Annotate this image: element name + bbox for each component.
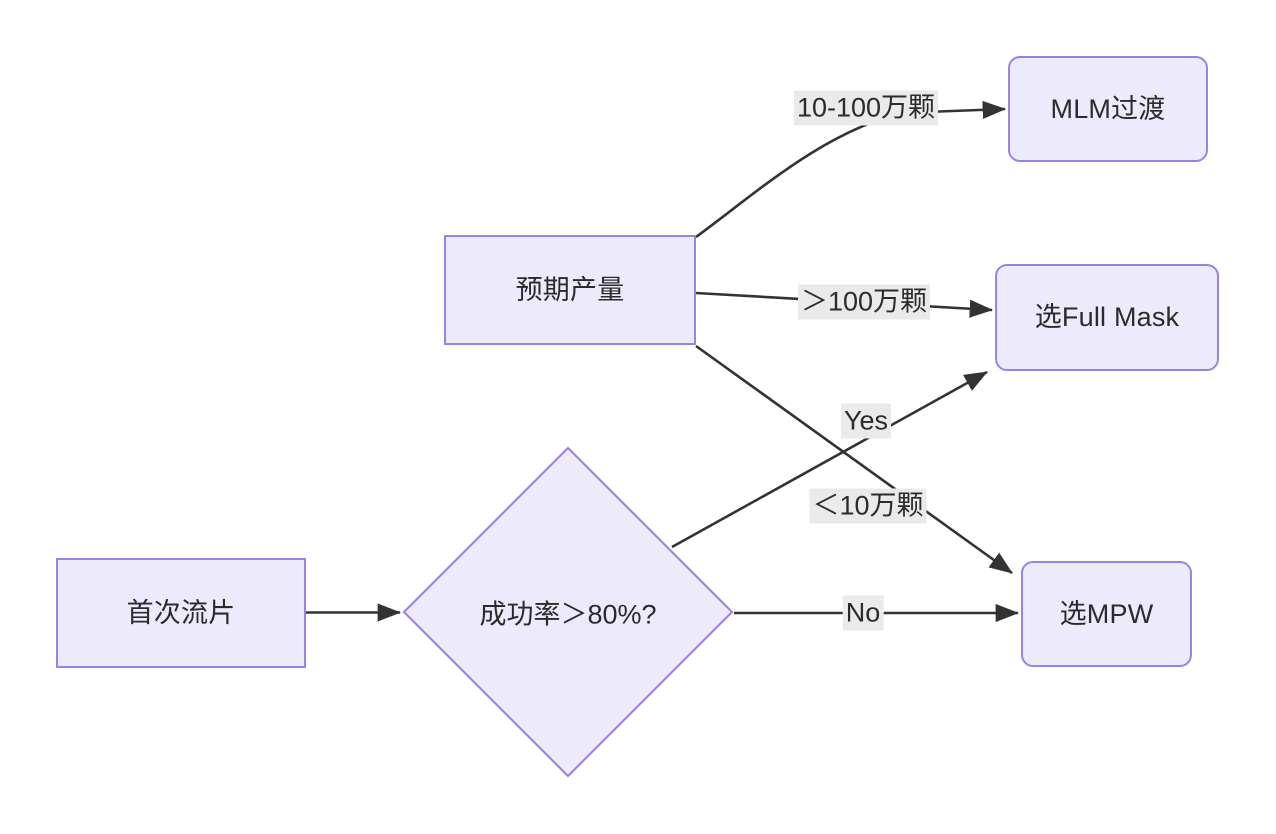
edge-label-low-volume: ＜10万颗 [809, 488, 927, 524]
edge-decision-to-fullmask [671, 370, 988, 549]
edge-label-yes: Yes [840, 403, 892, 439]
edge-volume-to-mpw [695, 344, 1013, 575]
node-expected-volume[interactable]: 预期产量 [444, 235, 696, 345]
node-mlm-transition-label: MLM过渡 [1050, 93, 1166, 124]
node-select-full-mask-label: 选Full Mask [1034, 302, 1180, 333]
node-expected-volume-label: 预期产量 [515, 274, 625, 305]
node-start[interactable]: 首次流片 [56, 558, 306, 668]
edge-volume-to-mlm [695, 100, 1007, 239]
node-start-label: 首次流片 [126, 597, 236, 628]
node-mlm-transition[interactable]: MLM过渡 [1008, 56, 1208, 162]
edge-label-high-volume: ＞100万颗 [797, 284, 931, 320]
node-decision-success-rate-label: 成功率＞80%? [479, 599, 657, 630]
node-select-full-mask[interactable]: 选Full Mask [995, 264, 1219, 371]
node-select-mpw-label: 选MPW [1059, 598, 1154, 629]
node-select-mpw[interactable]: 选MPW [1021, 561, 1192, 667]
edge-label-no: No [842, 595, 884, 631]
edge-label-mlm-range: 10-100万颗 [793, 90, 939, 126]
node-decision-success-rate[interactable]: 成功率＞80%? [402, 446, 734, 778]
